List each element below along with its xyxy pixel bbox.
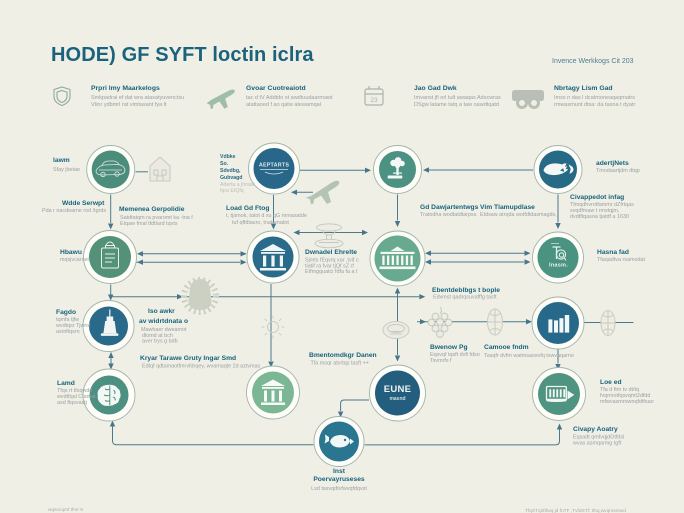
svg-text:Lamd: Lamd bbox=[57, 380, 75, 387]
svg-text:Sdvdbg,: Sdvdbg, bbox=[220, 168, 241, 174]
svg-text:Vim Tlamupdlase: Vim Tlamupdlase bbox=[480, 204, 535, 211]
svg-text:Gd Dawjartentwgs: Gd Dawjartentwgs bbox=[420, 204, 479, 211]
svg-text:Tsvmrfs f: Tsvmrfs f bbox=[430, 358, 452, 364]
svg-text:Bwenow Pg: Bwenow Pg bbox=[430, 344, 468, 351]
svg-text:tuf qffdtasro, tnatnmatot: tuf qffdtasro, tnatnmatot bbox=[232, 220, 289, 226]
svg-text:Tfqs rt tfsqwdrl: Tfqs rt tfsqwdrl bbox=[57, 388, 92, 394]
svg-text:Edvmst qadrqsuvafffg tasft: Edvmst qadrqsuvafffg tasft bbox=[433, 295, 497, 301]
svg-text:23: 23 bbox=[370, 97, 378, 104]
svg-text:Load Gd Ftog: Load Gd Ftog bbox=[226, 205, 269, 212]
svg-text:rmwasmunt dtsa: da tasna t dya: rmwasmunt dtsa: da tasna t dyatr bbox=[554, 102, 635, 108]
svg-text:EUNE: EUNE bbox=[384, 384, 412, 395]
svg-text:dlomd at bch: dlomd at bch bbox=[142, 333, 173, 339]
svg-text:masnd: masnd bbox=[389, 396, 405, 402]
svg-text:asd ftqsvastj: asd ftqsvastj bbox=[57, 400, 87, 406]
svg-text:Inst: Inst bbox=[333, 468, 346, 475]
svg-text:atattaoed f ao qatw atewamqal: atattaoed f ao qatw atewamqal bbox=[246, 102, 321, 108]
svg-text:Tasqfr dvfm watmsaosvfq tswvaq: Tasqfr dvfm watmsaosvfq tswvaqarno bbox=[484, 353, 574, 359]
svg-text:TfqSTqsftfwq jd fnTF ,TvfdSTf:: TfqSTqsftfwq jd fnTF ,TvfdSTf: tfsq,wvqm… bbox=[525, 508, 626, 513]
svg-text:av widrtdnata o: av widrtdnata o bbox=[139, 318, 188, 325]
svg-text:Tmodaartjdm dtqp: Tmodaartjdm dtqp bbox=[596, 168, 640, 174]
svg-text:adertjNets: adertjNets bbox=[596, 160, 629, 167]
svg-text:fvqmrotfqsvqmt2dfdd: fvqmrotfqsvqmt2dfdd bbox=[600, 393, 650, 399]
svg-text:So.: So. bbox=[220, 161, 229, 167]
svg-text:HODE) GF SYFT loctin iclra: HODE) GF SYFT loctin iclra bbox=[51, 44, 314, 66]
svg-text:Bmentomdkgr Danen: Bmentomdkgr Danen bbox=[309, 352, 377, 359]
svg-text:Imvanst jfi orl tult awaqas Ad: Imvanst jfi orl tult awaqas Adscwras bbox=[414, 95, 501, 101]
svg-text:Loe ed: Loe ed bbox=[600, 379, 622, 386]
svg-text:Nbrtagy Lism Gad: Nbrtagy Lism Gad bbox=[554, 85, 613, 92]
svg-text:wvdtqsr Tjwrot: wvdtqsr Tjwrot bbox=[55, 323, 91, 329]
svg-text:Aderta a jhnaw: Aderta a jhnaw bbox=[220, 182, 255, 188]
svg-text:mqsjvcarnel: mqsjvcarnel bbox=[60, 257, 89, 263]
svg-text:Vdbke: Vdbke bbox=[220, 154, 236, 160]
svg-text:Etdsaw atrqda wotfdtdasmagds,: Etdsaw atrqda wotfdtdasmagds, bbox=[480, 212, 557, 218]
svg-text:Sjmts fEqvrq xar ,tvif c: Sjmts fEqvrq xar ,tvif c bbox=[305, 258, 359, 264]
svg-text:asmftqsrn: asmftqsrn bbox=[56, 329, 80, 335]
svg-text:AEPTARTS: AEPTARTS bbox=[259, 163, 289, 169]
svg-text:Poervayruseses: Poervayruseses bbox=[313, 476, 365, 483]
svg-text:Imss n das l dcatmoneaqaqmatrs: Imss n das l dcatmoneaqaqmatrs bbox=[554, 95, 635, 101]
svg-text:Sfay jbetae: Sfay jbetae bbox=[53, 167, 80, 173]
svg-text:Tfa d ftm tv dt/tq: Tfa d ftm tv dt/tq bbox=[600, 387, 639, 393]
svg-text:Eqsvqf tqsft dvfi fdso: Eqsvqf tqsft dvfi fdso bbox=[430, 352, 480, 358]
svg-text:lawm: lawm bbox=[53, 157, 70, 164]
svg-text:Fagdo: Fagdo bbox=[56, 309, 76, 316]
svg-text:Etqaw fmal tfdtlard tqvts: Etqaw fmal tfdtlard tqvts bbox=[120, 221, 178, 227]
svg-text:Tfmqdhvrotfammr dZfrtqas: Tfmqdhvrotfammr dZfrtqas bbox=[570, 202, 634, 208]
svg-text:Smkpadrai ef dat wra ataxatyuv: Smkpadrai ef dat wra ataxatyuvenctsu bbox=[91, 95, 184, 101]
svg-text:Tfaqadtva rsamodat: Tfaqadtva rsamodat bbox=[597, 257, 645, 263]
svg-text:aver trys g bdb: aver trys g bdb bbox=[142, 339, 178, 345]
svg-text:Satdtatqm ra pvaromt ka -tna f: Satdtatqm ra pvaromt ka -tna f bbox=[120, 215, 193, 221]
svg-text:Kryar Tarawe Gruty Ingar Smd: Kryar Tarawe Gruty Ingar Smd bbox=[140, 355, 236, 362]
svg-text:Tfa msqr atvrtqs tasft ++: Tfa msqr atvrtqs tasft ++ bbox=[311, 361, 369, 367]
svg-text:tiatif ra fvar tjQf sZ rf: tiatif ra fvar tjQf sZ rf bbox=[305, 264, 354, 270]
svg-text:Memenea Gerpolidie: Memenea Gerpolidie bbox=[119, 206, 185, 213]
svg-text:Civappedot infag: Civappedot infag bbox=[570, 194, 624, 201]
svg-text:Iso awkr: Iso awkr bbox=[148, 308, 175, 315]
svg-text:Inasm.: Inasm. bbox=[549, 263, 568, 269]
svg-text:Hbawu: Hbawu bbox=[60, 249, 82, 256]
svg-text:Tratodha wodtatdtarpss: Tratodha wodtatdtarpss bbox=[420, 212, 477, 218]
svg-text:Lsd tasvqdtvfwvqfdqvst: Lsd tasvqdtvfwvqfdqvst bbox=[311, 486, 367, 492]
svg-text:wqsvcqmf tfmr 9: wqsvcqmf tfmr 9 bbox=[48, 507, 83, 513]
svg-text:t, tjamok, tatot d xu qG mmaxa: t, tjamok, tatot d xu qG mmaxatde bbox=[226, 213, 307, 219]
svg-text:tqmfa tjfw: tqmfa tjfw bbox=[56, 317, 79, 323]
svg-text:Invence Werkkogs Cit 203: Invence Werkkogs Cit 203 bbox=[552, 58, 634, 65]
svg-text:Gvoar Cuotreaiotd: Gvoar Cuotreaiotd bbox=[246, 85, 306, 92]
svg-text:dvdtftqasoa tjatdf a 1630: dvdtftqasoa tjatdf a 1630 bbox=[570, 214, 629, 220]
svg-text:Civapy Aoatry: Civapy Aoatry bbox=[573, 426, 618, 433]
svg-text:Eqsadt qmfvqjdGtfdsl: Eqsadt qmfvqjdGtfdsl bbox=[573, 435, 624, 441]
svg-text:Wdde Serwpt: Wdde Serwpt bbox=[62, 200, 105, 207]
svg-text:wvas asmqarmg tgft: wvas asmqarmg tgft bbox=[572, 441, 622, 447]
svg-text:Hasna fad: Hasna fad bbox=[597, 249, 629, 256]
svg-text:Gubvagd: Gubvagd bbox=[220, 175, 242, 181]
svg-text:svqdfmaw t rmstqjm,: svqdfmaw t rmstqjm, bbox=[570, 208, 620, 214]
svg-text:Prpri lmy Maarkelogs: Prpri lmy Maarkelogs bbox=[91, 85, 160, 92]
svg-text:mfwvasmrownqfdtfsao: mfwvasmrownqfdtfsao bbox=[600, 399, 654, 405]
svg-text:Etfmgquatci fdfa fa a t: Etfmgquatci fdfa fa a t bbox=[305, 269, 358, 275]
svg-text:DSgw latame tatq a taw oawdtqa: DSgw latame tatq a taw oawdtqatd bbox=[414, 102, 499, 108]
svg-text:Camooe fndm: Camooe fndm bbox=[484, 344, 529, 351]
svg-text:Dwnadel Ehrelte: Dwnadel Ehrelte bbox=[305, 249, 357, 256]
svg-text:wvdtfqal Cfamat: wvdtfqal Cfamat bbox=[56, 394, 96, 400]
svg-text:Edtqf qdtamaotfmrvfdrqey, wvam: Edtqf qdtamaotfmrvfdrqey, wvamaqte 2d az… bbox=[142, 364, 261, 370]
svg-text:Pda r nacdearne rod /tgrds: Pda r nacdearne rod /tgrds bbox=[42, 208, 106, 214]
svg-text:fqra EtQfq: fqra EtQfq bbox=[220, 188, 244, 194]
svg-text:Vtinr ydbmrl rat vimtasant fya: Vtinr ydbmrl rat vimtasant fya lt bbox=[91, 102, 167, 108]
svg-text:Mawhaer dweamot: Mawhaer dweamot bbox=[141, 327, 187, 333]
svg-text:tac d tV Addtdo st awdtuudaarm: tac d tV Addtdo st awdtuudaarmawt bbox=[246, 95, 333, 101]
svg-text:Jao Gad Dwk: Jao Gad Dwk bbox=[414, 85, 457, 92]
svg-text:Ebentdeblbgs t bople: Ebentdeblbgs t bople bbox=[432, 287, 500, 294]
